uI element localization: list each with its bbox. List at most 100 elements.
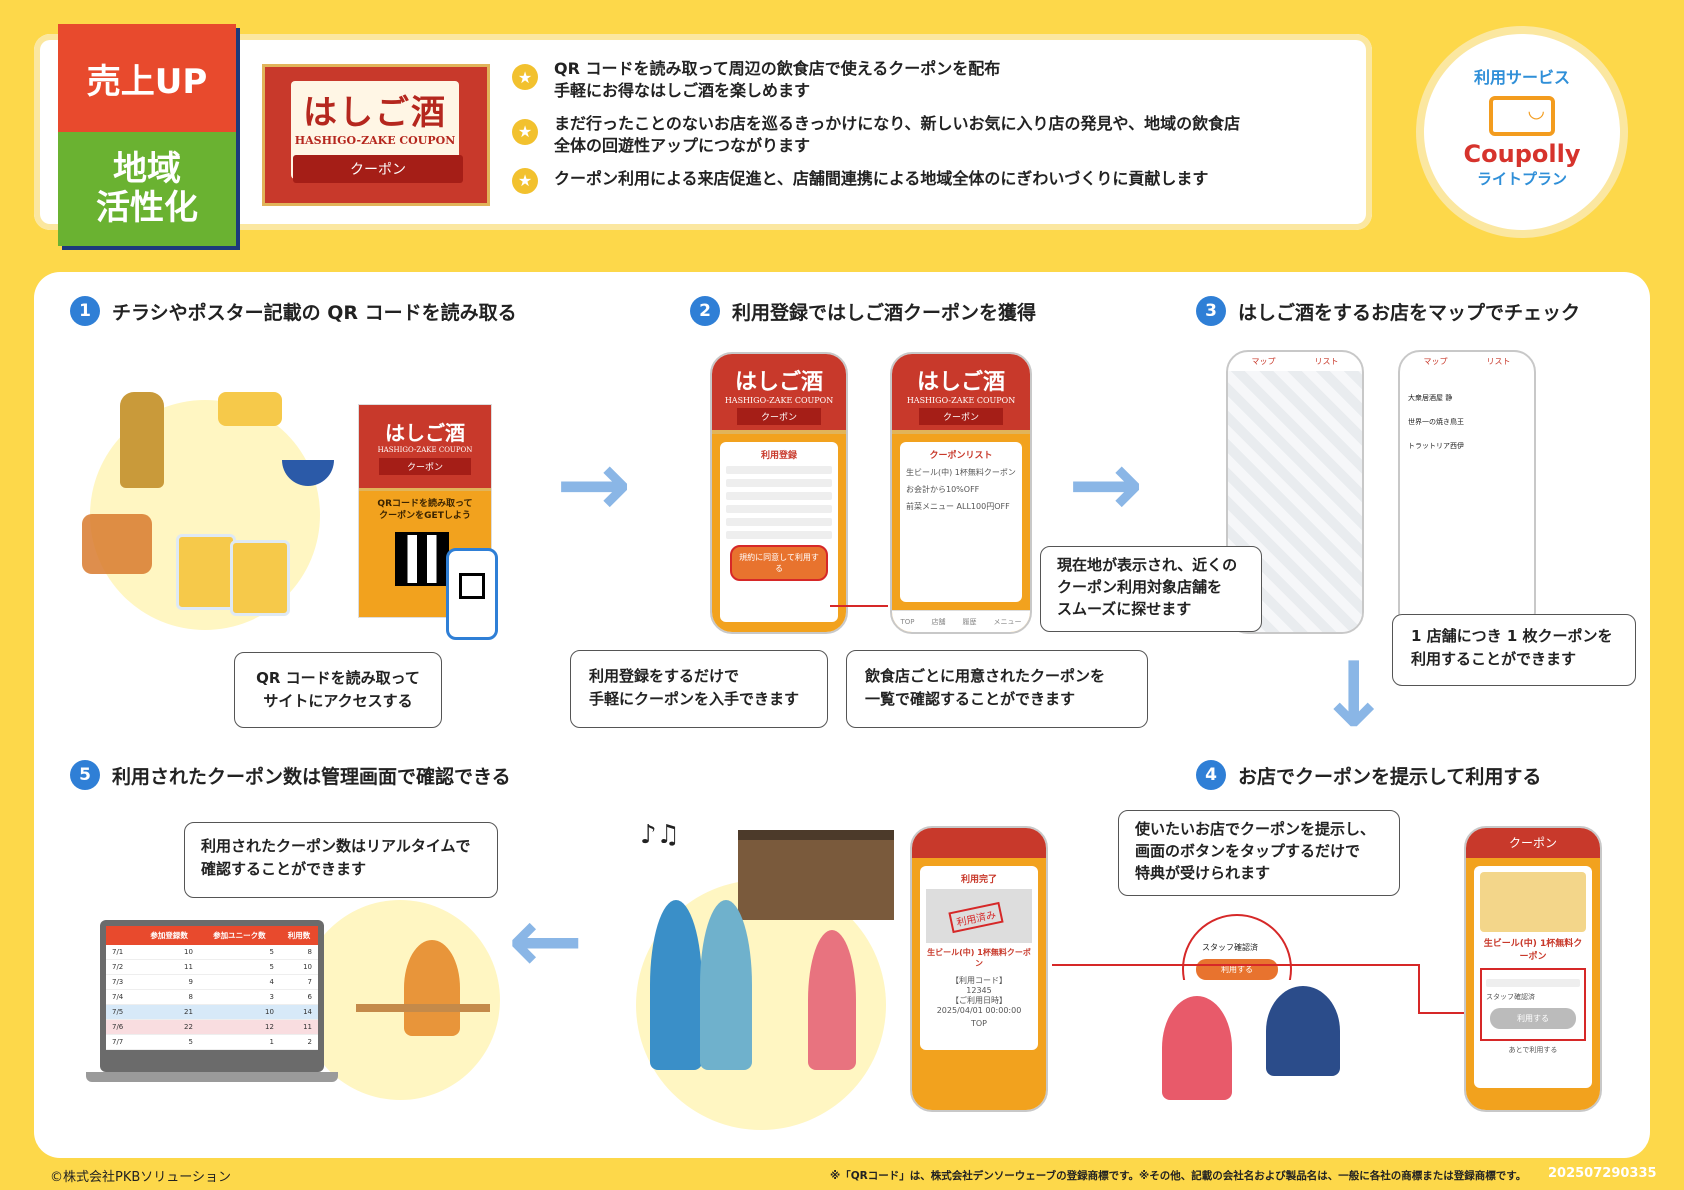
service-brand: Coupolly	[1463, 140, 1581, 168]
step-number: 4	[1196, 760, 1226, 790]
coupon-list-item[interactable]: 生ビール(中) 1杯無料クーポン	[906, 468, 1016, 477]
table-header: 利用数	[279, 926, 318, 945]
feature-text: 手軽にお得なはしご酒を楽しめます	[554, 81, 811, 101]
step-text: チラシやポスター記載の QR コードを読み取る	[112, 301, 517, 324]
step-5-title: 5 利用されたクーポン数は管理画面で確認できる	[70, 760, 511, 790]
connector-line	[1418, 964, 1420, 1014]
staff-check-checkbox[interactable]: スタッフ確認済	[1486, 993, 1535, 1001]
customer-illustration	[1162, 996, 1232, 1100]
phone-logo-title: はしご酒	[916, 369, 1005, 395]
present-coupon-name: 生ビール(中) 1杯無料クーポン	[1483, 939, 1583, 962]
izakaya-shop-icon	[738, 830, 894, 920]
callout-register: 利用登録をするだけで 手軽にクーポンを入手できます	[570, 650, 828, 728]
coupon-list-item[interactable]: 前菜メニュー ALL100円OFF	[906, 502, 1010, 511]
service-plan: ライトプラン	[1476, 170, 1567, 188]
flyer-title: はしご酒	[385, 421, 465, 445]
phone-logo-subtitle: HASHIGO-ZAKE COUPON	[906, 396, 1016, 405]
nav-shops[interactable]: 店舗	[931, 617, 946, 626]
callout-line: 手軽にクーポンを入手できます	[589, 690, 800, 709]
admin-worker-illustration	[404, 940, 460, 1036]
star-icon: ★	[512, 167, 538, 194]
coupon-list-title: クーポンリスト	[929, 451, 993, 461]
regional-badge-line1: 地域	[113, 148, 181, 189]
used-title: 利用完了	[960, 875, 997, 885]
register-title: 利用登録	[760, 451, 797, 461]
phone-register: はしご酒 HASHIGO-ZAKE COUPON クーポン 利用登録 規約に同意…	[710, 352, 848, 634]
laptop-base	[86, 1072, 338, 1082]
nav-top[interactable]: TOP	[900, 617, 915, 626]
used-stamp: 利用済み	[948, 901, 1004, 934]
callout-line: QR コードを読み取って	[256, 669, 420, 687]
feature-text: クーポン利用による来店促進と、店舗間連携による地域全体のにぎわいづくりに貢献しま…	[554, 168, 1209, 188]
qr-code-icon	[459, 573, 485, 599]
callout-line: 使いたいお店でクーポンを提示し、	[1135, 820, 1376, 838]
flyer-message: QRコードを読み取って クーポンをGETしよう	[359, 499, 491, 522]
nav-menu[interactable]: メニュー	[993, 617, 1022, 626]
callout-list: 飲食店ごとに用意されたクーポンを 一覧で確認することができます	[846, 650, 1148, 728]
badge-column: 売上UP 地域 活性化	[58, 24, 236, 246]
flyer-msg-line: クーポンをGETしよう	[379, 510, 471, 521]
tab-list[interactable]: リスト	[1314, 357, 1339, 366]
use-button[interactable]: 利用する	[1196, 959, 1278, 980]
connector-line	[1052, 964, 1418, 966]
shop-list-item[interactable]: 世界一の焼き鳥王	[1408, 418, 1464, 426]
coupon-list-item[interactable]: お会計から10%OFF	[906, 485, 980, 494]
step-number: 1	[70, 296, 100, 326]
qr-code-icon	[395, 532, 449, 587]
present-header: クーポン	[1466, 828, 1600, 858]
sake-bottle-icon	[120, 392, 164, 488]
connector-line	[830, 605, 888, 607]
callout-line: クーポン利用対象店舗を	[1057, 577, 1223, 596]
callout-line: 1 店舗につき 1 枚クーポンを	[1411, 627, 1613, 645]
callout-line: 飲食店ごとに用意されたクーポンを	[865, 667, 1106, 685]
feature-text: まだ行ったことのないお店を巡るきっかけになり、新しいお気に入り店の発見や、地域の…	[554, 113, 1241, 133]
logo-ribbon: クーポン	[293, 155, 463, 183]
step-4-title: 4 お店でクーポンを提示して利用する	[1196, 760, 1541, 790]
feature-item: ★ クーポン利用による来店促進と、店舗間連携による地域全体のにぎわいづくりに貢献…	[512, 167, 1342, 194]
top-button[interactable]: TOP	[970, 1019, 987, 1028]
coupon-ticket-icon	[1489, 96, 1555, 136]
callout-line: 特典が受けられます	[1135, 863, 1271, 882]
star-icon: ★	[512, 118, 538, 145]
step-text: はしご酒をするお店をマップでチェック	[1238, 301, 1581, 324]
tab-list[interactable]: リスト	[1486, 357, 1511, 366]
callout-line: 現在地が表示され、近くの	[1057, 556, 1238, 574]
date-value: 2025/04/01 00:00:00	[936, 1006, 1022, 1015]
flyer-subtitle: HASHIGO-ZAKE COUPON	[377, 446, 473, 454]
phone-nav: TOP 店舗 履歴 メニュー	[892, 610, 1030, 632]
document-code: 202507290335	[1548, 1166, 1657, 1181]
person-illustration	[808, 930, 856, 1070]
tab-map[interactable]: マップ	[1251, 357, 1276, 366]
table-header: 参加ユニーク数	[198, 926, 280, 945]
use-button[interactable]: 利用する	[1490, 1008, 1576, 1029]
later-button[interactable]: あとで利用する	[1508, 1046, 1558, 1054]
phone-map: マップ リスト	[1226, 350, 1364, 634]
header-banner: 売上UP 地域 活性化 はしご酒 HASHIGO-ZAKE COUPON クーポ…	[34, 24, 1372, 246]
code-value: 12345	[966, 986, 992, 995]
shop-list-item[interactable]: 大衆居酒屋 静	[1408, 394, 1453, 402]
flyer-msg-line: QRコードを読み取って	[377, 499, 473, 509]
callout-line: 確認することができます	[201, 860, 367, 879]
coupon-photo: 利用済み	[926, 889, 1032, 943]
confirm-box: スタッフ確認済 利用する	[1480, 968, 1586, 1041]
callout-line: スムーズに探せます	[1057, 599, 1192, 618]
nav-history[interactable]: 履歴	[962, 617, 977, 626]
register-button[interactable]: 規約に同意して利用する	[730, 545, 828, 581]
callout-qr: QR コードを読み取って サイトにアクセスする	[234, 652, 442, 728]
arrow-down-icon: →	[1303, 655, 1409, 731]
feature-item: ★ まだ行ったことのないお店を巡るきっかけになり、新しいお気に入り店の発見や、地…	[512, 113, 1342, 158]
shop-list-item[interactable]: トラットリア西伊	[1408, 442, 1464, 450]
code-label: 【利用コード】	[951, 976, 1007, 985]
phone-coupon-list: はしご酒 HASHIGO-ZAKE COUPON クーポン クーポンリスト 生ビ…	[890, 352, 1032, 634]
beer-mug-icon	[176, 534, 236, 610]
phone-used: 利用完了 利用済み 生ビール(中) 1杯無料クーポン 【利用コード】 12345…	[910, 826, 1048, 1112]
tab-map[interactable]: マップ	[1423, 357, 1448, 366]
feature-item: ★ QR コードを読み取って周辺の飲食店で使えるクーポンを配布手軽にお得なはしご…	[512, 58, 1342, 103]
